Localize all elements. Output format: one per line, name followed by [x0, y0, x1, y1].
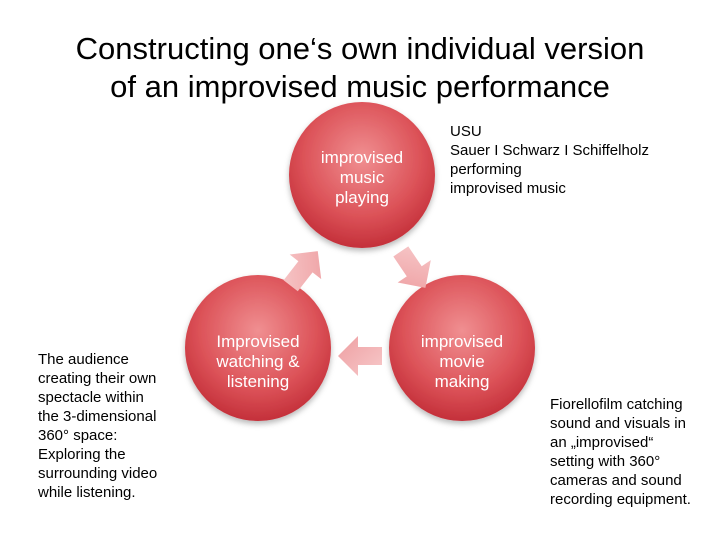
note-line: creating their own	[38, 370, 157, 387]
note-line: Exploring the	[38, 446, 126, 463]
slide-title-line: of an improvised music performance	[110, 69, 610, 104]
cycle-node-right-label: improvised movie making	[397, 332, 527, 392]
note-line: while listening.	[38, 484, 136, 501]
cycle-arrow-left-to-top	[283, 251, 322, 292]
cycle-arrow-right-to-left	[338, 336, 382, 376]
note-line: sound and visuals in	[550, 415, 686, 432]
note-audience: The audience creating their own spectacl…	[38, 350, 157, 502]
note-line: an „improvised“	[550, 434, 654, 451]
cycle-node-label-line: watching &	[216, 352, 300, 371]
cycle-node-label-line: Improvised	[216, 332, 300, 351]
note-line: surrounding video	[38, 465, 158, 482]
cycle-node-top	[289, 102, 435, 248]
cycle-node-top-label: improvised music playing	[297, 148, 427, 208]
cycle-node-left	[185, 275, 331, 421]
note-line: USU	[450, 123, 482, 140]
cycle-node-right	[389, 275, 535, 421]
cycle-node-label-line: improvised	[420, 332, 504, 351]
cycle-node-label-line: improvised	[320, 148, 404, 167]
cycle-node-label-line: listening	[226, 372, 290, 391]
slide-title: Constructing one‘s own individual versio…	[0, 30, 720, 106]
note-line: improvised music	[450, 180, 566, 197]
note-line: cameras and sound	[550, 472, 682, 489]
note-line: 360° space:	[38, 427, 118, 444]
note-line: setting with 360°	[550, 453, 661, 470]
cycle-node-left-label: Improvised watching & listening	[193, 332, 323, 392]
cycle-node-label-line: music	[339, 168, 385, 187]
note-line: performing	[450, 161, 522, 178]
note-line: recording equipment.	[550, 491, 691, 508]
cycle-node-label-line: making	[434, 372, 490, 391]
note-line: Fiorellofilm catching	[550, 396, 683, 413]
note-line: The audience	[38, 351, 129, 368]
slide-title-line: Constructing one‘s own individual versio…	[75, 31, 645, 66]
cycle-node-label-line: movie	[439, 352, 485, 371]
cycle-arrow-top-to-right	[393, 246, 431, 288]
note-line: the 3-dimensional	[38, 408, 157, 425]
note-performers: USU Sauer I Schwarz I Schiffelholz perfo…	[450, 122, 649, 198]
cycle-node-label-line: playing	[335, 188, 389, 207]
note-line: Sauer I Schwarz I Schiffelholz	[450, 142, 649, 159]
note-line: spectacle within	[38, 389, 144, 406]
note-film-crew: Fiorellofilm catching sound and visuals …	[550, 395, 691, 509]
